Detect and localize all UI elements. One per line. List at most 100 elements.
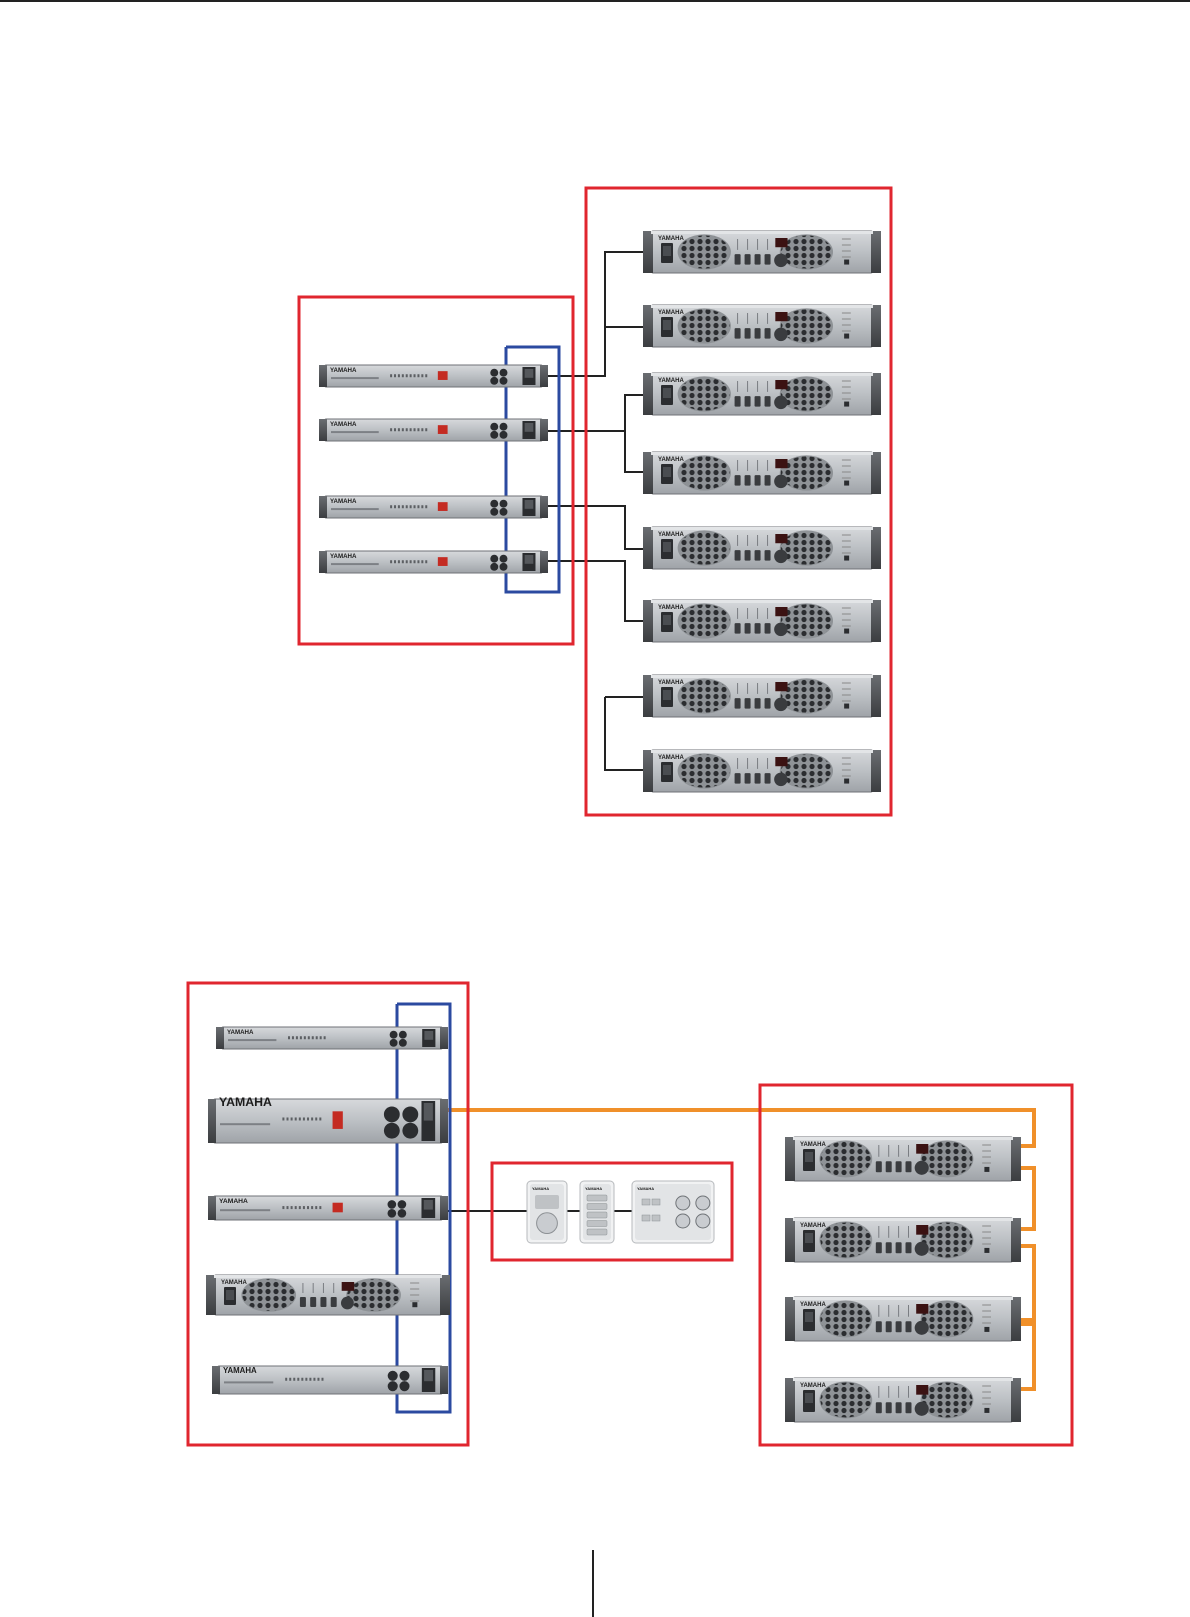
yamaha-logo: YAMAHA	[800, 1142, 826, 1148]
status-led	[412, 1302, 418, 1308]
port	[402, 1106, 419, 1123]
port	[490, 562, 499, 571]
fan-grille-left	[678, 679, 730, 713]
channel-key	[764, 328, 771, 339]
yamaha-logo: YAMAHA	[330, 553, 357, 560]
display	[916, 1304, 929, 1314]
fan-grille-left	[678, 377, 730, 411]
control-cable	[541, 505, 651, 550]
display	[775, 607, 788, 617]
rack-ear	[212, 1366, 220, 1394]
channel-key	[895, 1321, 902, 1333]
rack-ear	[440, 1027, 448, 1049]
rack-ear	[785, 1297, 795, 1341]
channel-key	[754, 328, 761, 339]
yamaha-logo: YAMAHA	[227, 1029, 254, 1036]
fan-grille-right	[780, 604, 833, 638]
port	[389, 1030, 398, 1039]
power-amplifier: YAMAHA	[643, 674, 881, 718]
channel-key	[885, 1242, 892, 1254]
power-amplifier: YAMAHA	[643, 230, 881, 274]
fan-grille-left	[678, 754, 730, 788]
status-led	[984, 1407, 990, 1413]
volume-knob	[774, 474, 788, 489]
port	[387, 1381, 398, 1392]
port	[490, 499, 499, 508]
channel-key	[744, 475, 751, 486]
channel-key	[905, 1242, 912, 1254]
display	[341, 1282, 355, 1291]
port	[490, 507, 499, 516]
red-indicator	[437, 557, 448, 566]
rack-ear	[871, 373, 881, 415]
status-led	[844, 333, 850, 339]
rack-ear	[871, 675, 881, 717]
channel-key	[744, 328, 751, 339]
yamaha-logo: YAMAHA	[585, 1186, 602, 1191]
channel-key	[764, 475, 771, 486]
port	[397, 1200, 407, 1209]
rack-group-box	[186, 981, 470, 1447]
yamaha-logo: YAMAHA	[800, 1223, 826, 1229]
display	[775, 459, 788, 469]
display	[775, 380, 788, 390]
channel-key	[875, 1161, 882, 1173]
fan-grille-right	[780, 235, 833, 269]
dante-cable	[442, 1108, 1036, 1148]
channel-key	[754, 254, 761, 265]
channel-key	[744, 254, 751, 265]
status-led	[984, 1166, 990, 1172]
fan-grille-left	[678, 604, 730, 638]
port	[383, 1106, 400, 1123]
display	[775, 757, 788, 767]
control-cable	[541, 560, 651, 622]
rack-ear	[1011, 1297, 1021, 1341]
volume-knob	[774, 253, 788, 268]
rack-ear	[319, 551, 327, 573]
rack-ear	[440, 1099, 448, 1143]
rack-ear	[871, 231, 881, 273]
volume-knob	[774, 549, 788, 564]
power-amplifier: YAMAHA	[643, 749, 881, 793]
processor-unit: YAMAHA	[319, 418, 548, 442]
channel-key	[734, 698, 741, 709]
channel-key	[764, 698, 771, 709]
channel-key	[734, 550, 741, 561]
yamaha-logo: YAMAHA	[658, 457, 684, 463]
rack-ear	[643, 231, 653, 273]
rack-ear	[540, 551, 548, 573]
status-led	[844, 555, 850, 561]
port	[499, 376, 508, 385]
rack-ear	[643, 305, 653, 347]
channel-key	[764, 396, 771, 407]
channel-key	[754, 396, 761, 407]
rack-ear	[440, 1366, 448, 1394]
volume-knob	[914, 1241, 929, 1256]
preset-button	[586, 1220, 608, 1227]
channel-key	[754, 773, 761, 784]
rack-ear	[785, 1218, 795, 1262]
fan-grille-left	[820, 1141, 872, 1177]
port	[387, 1208, 397, 1218]
power-amplifier: YAMAHA	[643, 599, 881, 643]
fan-grille-right	[347, 1279, 400, 1311]
rack-ear	[643, 750, 653, 792]
rack-ear	[643, 675, 653, 717]
fan-grille-left	[678, 309, 730, 343]
power-amplifier: YAMAHA	[785, 1136, 1021, 1182]
channel-key	[310, 1297, 317, 1307]
yamaha-logo: YAMAHA	[658, 755, 684, 761]
yamaha-logo: YAMAHA	[221, 1280, 247, 1286]
display	[916, 1144, 929, 1154]
port	[387, 1370, 398, 1381]
channel-key	[734, 328, 741, 339]
status-led	[844, 778, 850, 784]
select-button	[641, 1198, 651, 1206]
channel-key	[734, 254, 741, 265]
port	[398, 1030, 407, 1039]
volume-knob	[774, 772, 788, 787]
fan-grille-left	[242, 1279, 296, 1311]
channel-key	[734, 475, 741, 486]
level-knob	[675, 1213, 691, 1229]
rack-ear	[319, 419, 327, 441]
